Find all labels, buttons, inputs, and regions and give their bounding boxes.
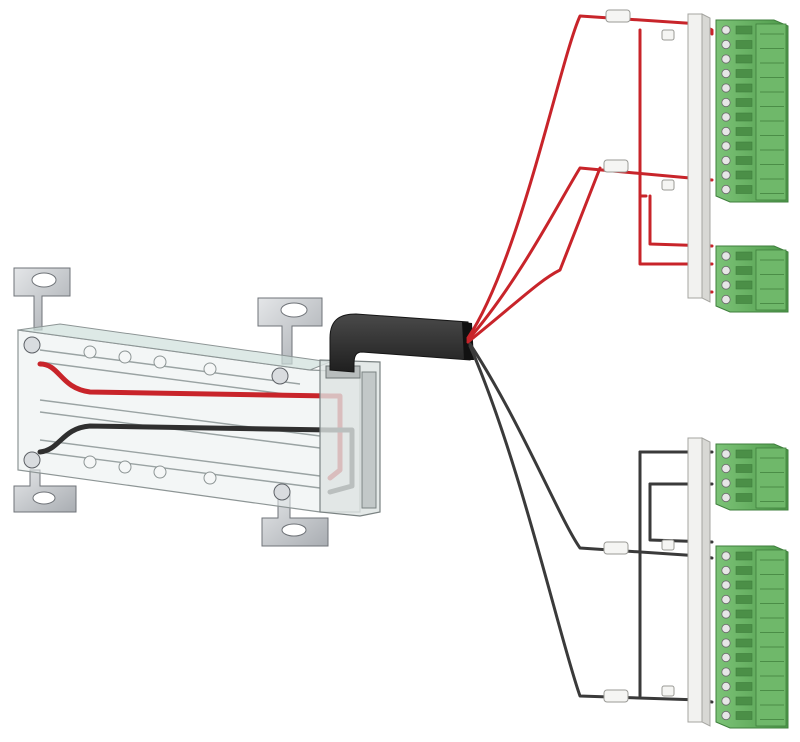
- terminal-screw: [721, 580, 784, 590]
- housing-connector: [319, 359, 381, 517]
- busbar-housing: [17, 329, 361, 513]
- mounting-bracket-bottom-left: [13, 469, 77, 513]
- red-wire-harness: [466, 14, 714, 344]
- terminal-screw: [721, 294, 784, 305]
- terminal-screw: [721, 463, 784, 474]
- busbar-rivets: [83, 345, 217, 485]
- terminal-screw: [721, 492, 784, 503]
- terminal-screw: [721, 126, 784, 137]
- black-wire-harness: [468, 342, 714, 704]
- mounting-bracket-top-left: [13, 267, 71, 331]
- terminal-screw: [721, 265, 784, 276]
- terminal-screw: [721, 667, 784, 677]
- terminal-screw: [721, 478, 784, 488]
- terminal-screw: [721, 141, 784, 151]
- terminal-screw: [721, 609, 784, 619]
- mounting-rail-bottom: [687, 437, 711, 727]
- terminal-screw: [721, 184, 784, 195]
- terminal-screw: [721, 112, 784, 122]
- terminal-screw: [721, 97, 784, 108]
- terminal-screw: [721, 54, 784, 64]
- terminal-screw: [721, 652, 784, 663]
- wire-clips: [603, 9, 675, 703]
- mounting-bracket-bottom-right: [261, 493, 329, 547]
- terminal-block-bottom-small: [715, 443, 789, 511]
- terminal-screw: [721, 39, 784, 50]
- terminal-screw: [721, 681, 784, 692]
- terminal-block-bottom-large: [715, 545, 789, 729]
- terminal-screw: [721, 594, 784, 605]
- busbar-adapter: [13, 267, 381, 547]
- terminal-screw: [721, 68, 784, 79]
- terminal-block-top-small: [715, 245, 789, 313]
- terminal-screw: [721, 280, 784, 290]
- terminal-screw: [721, 251, 784, 261]
- terminal-screw: [721, 25, 784, 35]
- terminal-screw: [721, 449, 784, 459]
- terminal-screw: [721, 638, 784, 648]
- terminal-screw: [721, 155, 784, 166]
- terminal-screw: [721, 710, 784, 721]
- terminal-block-top-large: [715, 19, 789, 203]
- terminal-screw: [721, 551, 784, 561]
- screw-heads: [23, 336, 291, 501]
- mounting-rail-top: [687, 13, 711, 303]
- flat-ribbon-cable: [329, 313, 471, 373]
- terminal-screw: [721, 696, 784, 706]
- terminal-screw: [721, 623, 784, 634]
- terminal-screw: [721, 170, 784, 180]
- mounting-bracket-top-right: [257, 297, 323, 365]
- terminal-screw: [721, 83, 784, 93]
- terminal-screw: [721, 565, 784, 576]
